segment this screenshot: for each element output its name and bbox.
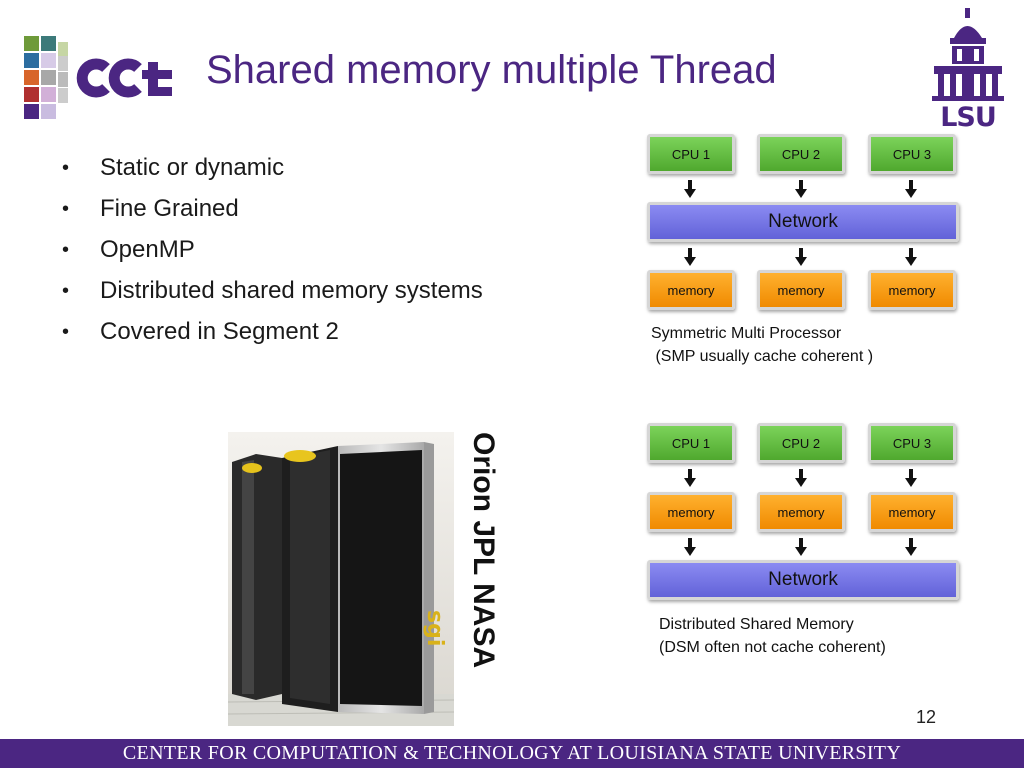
smp-memory-1: memory: [647, 270, 735, 310]
arrow-down-icon: [684, 180, 696, 198]
smp-caption-line1: Symmetric Multi Processor: [651, 325, 842, 342]
smp-network: Network: [647, 202, 959, 242]
bullet-item: •Fine Grained: [60, 191, 483, 232]
cct-wordmark: [76, 58, 172, 98]
photo-label: Orion JPL NASA: [467, 432, 500, 669]
bullet-dot: •: [62, 280, 70, 302]
dsm-memory-3: memory: [868, 492, 956, 532]
bullet-dot: •: [62, 321, 70, 343]
bullet-dot: •: [62, 198, 70, 220]
cct-logo: [22, 34, 182, 119]
arrow-down-icon: [905, 469, 917, 487]
bullet-dot: •: [62, 157, 70, 179]
dsm-network: Network: [647, 560, 959, 600]
dsm-caption-line2: (DSM often not cache coherent): [659, 639, 886, 656]
bullet-item: •Static or dynamic: [60, 150, 483, 191]
bullet-item: •Covered in Segment 2: [60, 314, 483, 355]
smp-cpu-3: CPU 3: [868, 134, 956, 174]
dsm-cpu-2: CPU 2: [757, 423, 845, 463]
dsm-cpu-1: CPU 1: [647, 423, 735, 463]
smp-cpu-1: CPU 1: [647, 134, 735, 174]
arrow-down-icon: [684, 538, 696, 556]
arrow-down-icon: [905, 180, 917, 198]
arrow-down-icon: [795, 180, 807, 198]
arrow-down-icon: [905, 248, 917, 266]
lsu-wordmark: LSU: [940, 102, 997, 133]
bullet-dot: •: [62, 239, 70, 261]
arrow-down-icon: [684, 248, 696, 266]
bullet-list: •Static or dynamic •Fine Grained •OpenMP…: [60, 150, 483, 355]
arrow-down-icon: [684, 469, 696, 487]
arrow-down-icon: [795, 469, 807, 487]
arrow-down-icon: [905, 538, 917, 556]
dsm-memory-1: memory: [647, 492, 735, 532]
sgi-brand: sgi: [422, 610, 447, 646]
bullet-item: •OpenMP: [60, 232, 483, 273]
footer-bar: CENTER FOR COMPUTATION & TECHNOLOGY AT L…: [0, 739, 1024, 768]
supercomputer-photo: sgi: [228, 432, 454, 726]
lsu-logo: LSU: [926, 8, 1010, 133]
arrow-down-icon: [795, 538, 807, 556]
page-number: 12: [916, 707, 937, 727]
smp-caption-line2: (SMP usually cache coherent ): [651, 348, 874, 365]
dsm-cpu-3: CPU 3: [868, 423, 956, 463]
bullet-item: •Distributed shared memory systems: [60, 273, 483, 314]
footer-text: CENTER FOR COMPUTATION & TECHNOLOGY AT L…: [122, 742, 902, 764]
smp-memory-3: memory: [868, 270, 956, 310]
smp-memory-2: memory: [757, 270, 845, 310]
arrow-down-icon: [795, 248, 807, 266]
dsm-caption-line1: Distributed Shared Memory: [659, 616, 854, 633]
dsm-memory-2: memory: [757, 492, 845, 532]
smp-cpu-2: CPU 2: [757, 134, 845, 174]
slide-title: Shared memory multiple Thread: [206, 48, 777, 92]
